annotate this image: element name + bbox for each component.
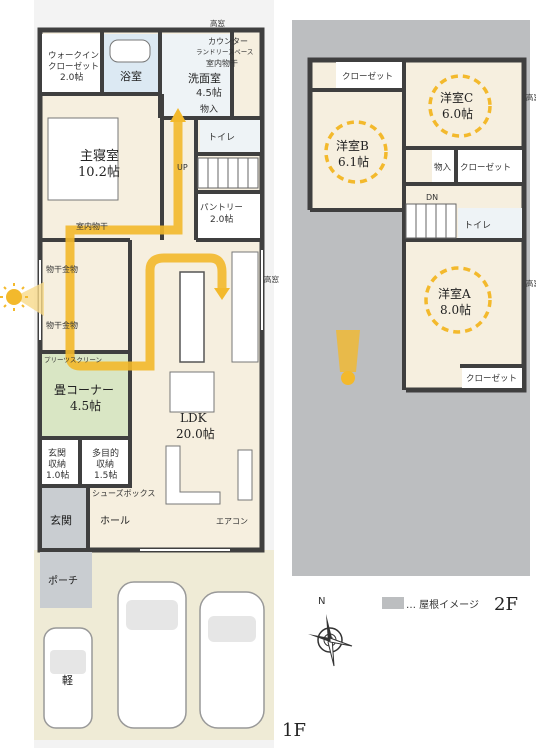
label-high-window-a: 高窓 xyxy=(526,278,536,288)
label-hall: ホール xyxy=(100,515,130,527)
label-high-window-c: 高窓 xyxy=(526,92,536,102)
label-pantry-size: 2.0帖 xyxy=(210,213,233,225)
label-room-c-size: 6.0帖 xyxy=(442,106,473,121)
label-entrance-storage2: 収納 xyxy=(48,458,66,470)
label-entrance: 玄関 xyxy=(50,513,72,527)
floor1-walls xyxy=(40,30,262,548)
floor2-walls xyxy=(310,60,524,390)
label-entrance-storage-size: 1.0帖 xyxy=(46,469,69,481)
tv-board xyxy=(237,449,253,501)
label-dn: DN xyxy=(426,193,438,202)
label-washroom-size: 4.5帖 xyxy=(196,86,222,99)
bed xyxy=(47,117,119,201)
label-room-c: 洋室C xyxy=(440,90,473,105)
sun-icon xyxy=(0,282,44,316)
label-storage-in: 物入 xyxy=(200,103,218,115)
label-drying-hw1: 物干金物 xyxy=(46,264,78,274)
kitchen-back xyxy=(231,251,259,363)
label-room-a-size: 8.0帖 xyxy=(440,302,471,317)
label-walkin: ウォークイン xyxy=(48,51,99,61)
roof-legend-text: … 屋根イメージ xyxy=(406,598,479,611)
label-laundry: ランドリースペース xyxy=(196,48,253,56)
roof-legend-swatch xyxy=(382,597,404,609)
car-kei xyxy=(43,627,93,729)
light-path xyxy=(65,115,227,371)
label-walkin-size: 2.0帖 xyxy=(60,71,83,83)
bathtub xyxy=(109,39,151,63)
label-up: UP xyxy=(177,163,188,172)
label-kei-car: 軽 xyxy=(62,674,73,687)
label-toilet-2f: トイレ xyxy=(464,221,491,231)
entrance-storage-area xyxy=(42,440,80,484)
light-arrow-head xyxy=(214,288,230,300)
label-indoor-drying: 室内物干 xyxy=(206,58,238,68)
label-drying-hw2: 物干金物 xyxy=(46,320,78,330)
closet-2f-bottom xyxy=(462,368,522,388)
compass-n: N xyxy=(318,596,325,607)
label-multipurpose: 多目的 xyxy=(92,447,119,459)
label-entrance-storage: 玄関 xyxy=(48,447,66,459)
toilet-2f xyxy=(458,208,522,238)
room-a-circle xyxy=(424,266,492,334)
label-room-b-size: 6.1帖 xyxy=(338,154,369,169)
stairs-1f xyxy=(197,157,259,189)
label-pantry: パントリー xyxy=(200,203,243,213)
room-b-circle xyxy=(324,120,388,184)
label-closet-2f-bottom: クローゼット xyxy=(466,373,517,384)
label-pleats-screen: プリーツスクリーン xyxy=(44,356,102,364)
label-multipurpose-size: 1.5帖 xyxy=(94,469,117,481)
stairs-2f xyxy=(405,203,457,239)
label-closet-2f-top: クローゼット xyxy=(342,71,393,82)
sofa xyxy=(165,445,221,505)
label-walkin2: クローゼット xyxy=(48,61,99,72)
label-tatami-size: 4.5帖 xyxy=(70,398,101,413)
kitchen-counter xyxy=(179,271,205,363)
label-multipurpose2: 収納 xyxy=(96,458,114,470)
label-master-bedroom: 主寝室 xyxy=(80,148,119,164)
light-arrow-head-2 xyxy=(170,108,186,122)
label-ldk-size: 20.0帖 xyxy=(176,426,215,441)
compass-icon xyxy=(308,614,353,667)
label-high-window: 高窓 xyxy=(210,18,225,28)
floor1-label: 1F xyxy=(282,720,306,741)
washroom-area xyxy=(162,34,232,116)
porch-tile xyxy=(40,552,92,608)
label-storage-2f: 物入 xyxy=(434,162,452,173)
label-tatami: 畳コーナー xyxy=(54,383,114,397)
label-toilet: トイレ xyxy=(208,133,235,143)
car-minivan xyxy=(117,581,187,729)
walkin-area xyxy=(42,34,102,92)
label-shoe-box: シューズボックス xyxy=(92,488,155,498)
room-c-circle xyxy=(428,74,492,138)
label-room-a: 洋室A xyxy=(438,286,471,301)
skylight-sun-icon xyxy=(336,330,360,385)
storage-2f xyxy=(432,150,454,182)
dining-table xyxy=(169,371,215,413)
label-aircon: エアコン xyxy=(216,517,248,526)
label-closet-2f-mid: クローゼット xyxy=(460,162,511,173)
closet-2f-top xyxy=(336,62,402,88)
label-porch: ポーチ xyxy=(48,575,78,587)
label-ldk: LDK xyxy=(180,411,208,425)
label-washroom: 洗面室 xyxy=(188,71,221,85)
closet-2f-mid xyxy=(458,150,522,182)
label-master-bedroom-size: 10.2帖 xyxy=(78,165,120,180)
floor2-label: 2F xyxy=(494,594,518,615)
entrance-tile xyxy=(42,486,88,548)
label-counter: カウンター xyxy=(208,37,248,46)
car-sedan xyxy=(199,591,265,729)
label-indoor-drying2: 室内物干 xyxy=(76,221,108,231)
pantry-area xyxy=(194,192,260,240)
multipurpose-area xyxy=(82,440,130,484)
label-bathroom: 浴室 xyxy=(120,69,142,83)
toilet-area xyxy=(200,120,260,154)
label-high-window2: 高窓 xyxy=(264,274,279,284)
label-room-b: 洋室B xyxy=(336,138,369,153)
